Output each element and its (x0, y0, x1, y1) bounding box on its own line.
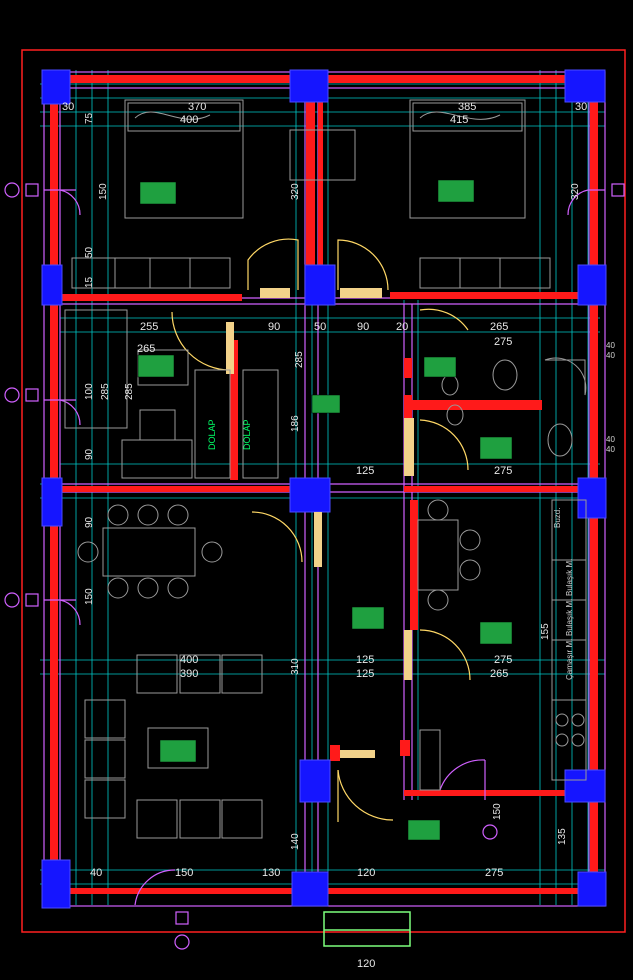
dim-125-a: 125 (356, 465, 374, 477)
vdim-186: 186 (290, 415, 301, 432)
label-kitchen-3: Bulaşık M. (565, 599, 574, 636)
vdim-150-c: 150 (492, 803, 503, 820)
dim-30-left: 30 (62, 101, 74, 113)
dim-130: 130 (262, 867, 280, 879)
label-kitchen-2: Bulaşık M. (565, 559, 574, 596)
label-bath-3: 40 (606, 435, 615, 444)
dim-265-c: 265 (490, 668, 508, 680)
label-kitchen-4: Çamaşır M. (565, 639, 574, 680)
vdim-150-b: 150 (84, 588, 95, 605)
vdim-135: 135 (557, 828, 568, 845)
dim-275-c: 275 (494, 654, 512, 666)
vdim-320-b: 320 (570, 183, 581, 200)
dim-385: 385 (458, 101, 476, 113)
vdim-285-c: 285 (294, 351, 305, 368)
vdim-50: 50 (84, 246, 95, 258)
label-dolap: DOLAP (207, 419, 217, 450)
dim-265-left: 265 (137, 343, 155, 355)
vdim-310: 310 (290, 658, 301, 675)
dim-30-right: 30 (575, 101, 587, 113)
furniture (64, 99, 587, 839)
dim-390: 390 (180, 668, 198, 680)
dim-90-a: 90 (268, 321, 280, 333)
vdim-100: 100 (84, 383, 95, 400)
room-tags (137, 179, 513, 841)
dim-20: 20 (396, 321, 408, 333)
dim-150: 150 (175, 867, 193, 879)
dim-400: 400 (180, 114, 198, 126)
vdim-15: 15 (84, 276, 95, 288)
section-markers (4, 182, 625, 950)
doors (171, 238, 471, 822)
vdim-75: 75 (84, 112, 95, 124)
dim-265-right: 265 (490, 321, 508, 333)
dim-415: 415 (450, 114, 468, 126)
vdim-90-b: 90 (84, 516, 95, 528)
dimension-labels: 370 400 385 415 30 30 255 265 90 50 90 2… (62, 101, 587, 970)
vertical-dimension-labels: 75 150 50 15 320 320 285 285 100 90 186 … (84, 112, 581, 850)
dim-120-a: 120 (357, 867, 375, 879)
vdim-140: 140 (290, 833, 301, 850)
columns (41, 69, 607, 909)
dim-120-b: 120 (357, 958, 375, 970)
dim-275-b: 275 (494, 465, 512, 477)
dim-125-c: 125 (356, 668, 374, 680)
label-bath-1: 40 (606, 341, 615, 350)
dim-275-d: 275 (485, 867, 503, 879)
vdim-320-a: 320 (290, 183, 301, 200)
label-dolap-2: DOLAP (242, 419, 252, 450)
vdim-150: 150 (98, 183, 109, 200)
dim-275-a: 275 (494, 336, 512, 348)
vdim-90-a: 90 (84, 448, 95, 460)
entrance-steps (323, 911, 411, 947)
vdim-285-a: 285 (100, 383, 111, 400)
vdim-285-b: 285 (124, 383, 135, 400)
dim-50: 50 (314, 321, 326, 333)
dim-40: 40 (90, 867, 102, 879)
room-text: DOLAP DOLAP Buzd. Bulaşık M. Bulaşık M. … (207, 341, 615, 680)
dim-400-b: 400 (180, 654, 198, 666)
dim-125-b: 125 (356, 654, 374, 666)
label-bath-2: 40 (606, 351, 615, 360)
dim-370: 370 (188, 101, 206, 113)
vdim-155: 155 (540, 623, 551, 640)
dim-90-b: 90 (357, 321, 369, 333)
label-kitchen-1: Buzd. (553, 508, 562, 528)
label-bath-4: 40 (606, 445, 615, 454)
dim-255: 255 (140, 321, 158, 333)
windows (44, 189, 605, 906)
